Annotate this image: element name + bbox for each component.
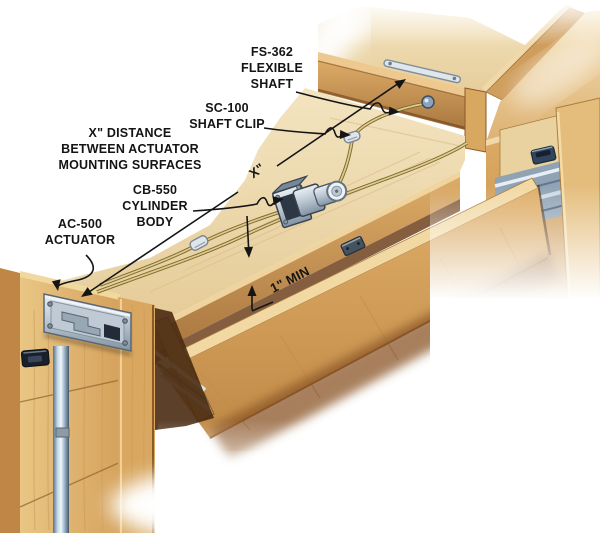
front-rail xyxy=(155,171,460,365)
sc-100-leader xyxy=(263,127,342,138)
x-distance-line xyxy=(82,82,400,297)
actuator-lever xyxy=(61,311,101,337)
shaft-clip-1 xyxy=(189,235,209,251)
right-fade-band xyxy=(430,185,600,300)
callout-line: CYLINDER xyxy=(122,199,188,213)
left-pedestal xyxy=(0,268,214,533)
callout-line: BETWEEN ACTUATOR xyxy=(61,142,199,156)
cylinder-keyway xyxy=(335,189,339,193)
front-rail-shadow-band xyxy=(155,199,460,365)
x-distance-arrowhead-lower xyxy=(81,287,93,297)
rod-guide-clip xyxy=(55,427,70,438)
rear-rail-front-face xyxy=(318,61,465,130)
pedestal-top-edge xyxy=(20,271,120,300)
callout-line: BODY xyxy=(136,215,174,229)
drawer-front-grain xyxy=(199,227,529,431)
callout-leaders xyxy=(56,82,400,312)
callout-line: SHAFT CLIP xyxy=(189,117,265,131)
shaft-end-ball xyxy=(421,95,435,109)
x-distance-arrowhead-upper xyxy=(394,79,406,89)
pedestal-front-post xyxy=(118,297,155,533)
illustration-fades xyxy=(110,0,600,533)
actuator-screw-3 xyxy=(47,323,53,329)
pedestal-left-edge xyxy=(0,268,20,533)
actuator-shadow xyxy=(44,333,131,356)
sc-100-arrowhead xyxy=(339,130,351,139)
callout-line: X" DISTANCE xyxy=(88,126,172,140)
junction-post xyxy=(464,87,487,153)
min-gap-arrowhead-down xyxy=(244,246,253,258)
callout-line: ACTUATOR xyxy=(44,233,116,247)
actuator-top-highlight xyxy=(44,295,131,317)
rear-rail-crease xyxy=(317,60,466,98)
rear-rail-top-face xyxy=(318,52,465,97)
cylinder-body xyxy=(271,175,348,229)
top-fade xyxy=(240,0,600,46)
lock-rod xyxy=(53,346,69,533)
fs-362-arrowhead xyxy=(388,106,400,116)
callout-cb-550-cylinder-body: CB-550 CYLINDER BODY xyxy=(122,182,188,230)
cb-550-arrowhead xyxy=(272,196,284,206)
actuator-screw-2 xyxy=(122,318,128,324)
actuator-slot xyxy=(104,324,120,341)
rail-keeper-clip xyxy=(340,235,366,257)
flexible-shaft-system xyxy=(96,95,468,294)
rear-rail xyxy=(317,52,466,130)
callout-line: SHAFT xyxy=(250,77,294,91)
shaft-anchor-bracket xyxy=(383,59,462,84)
cb-550-leader xyxy=(192,196,275,212)
strike-clip xyxy=(20,348,50,368)
callout-sc-100-shaft-clip: SC-100 SHAFT CLIP xyxy=(189,100,265,132)
fs-362-leader xyxy=(295,91,392,114)
cylinder-screw-3 xyxy=(296,184,302,190)
cylinder-screw-2 xyxy=(283,219,289,225)
desktop-sheen xyxy=(513,33,600,107)
callout-line: SC-100 xyxy=(205,101,249,115)
right-drawer-latch xyxy=(530,145,557,165)
ac-500-arrowhead xyxy=(51,279,61,291)
front-rail-face xyxy=(155,177,460,353)
bottom-glow xyxy=(110,460,490,533)
callout-ac-500-actuator: AC-500 ACTUATOR xyxy=(45,216,116,248)
pedestal-drawer-gap xyxy=(155,308,214,430)
front-rail-top-strip xyxy=(155,171,460,331)
callout-fs-362-flexible-shaft: FS-362 FLEXIBLE SHAFT xyxy=(241,44,303,92)
actuator-assembly xyxy=(43,293,132,356)
callout-arrowheads xyxy=(51,79,406,297)
callout-line: MOUNTING SURFACES xyxy=(58,158,202,172)
min-gap-arrowhead-up xyxy=(247,285,257,296)
shaft-ball-highlight xyxy=(424,98,429,103)
callout-x-distance: X" DISTANCE BETWEEN ACTUATOR MOUNTING SU… xyxy=(59,125,202,173)
underside-left-fade xyxy=(32,135,251,286)
panel-grain xyxy=(33,309,104,531)
callout-line: AC-500 xyxy=(57,217,103,231)
actuator-screw-4 xyxy=(122,340,128,346)
callout-line: FLEXIBLE xyxy=(240,61,304,75)
callout-line: FS-362 xyxy=(250,45,294,59)
actuator-screw-1 xyxy=(47,301,53,307)
callout-line: CB-550 xyxy=(132,183,178,197)
